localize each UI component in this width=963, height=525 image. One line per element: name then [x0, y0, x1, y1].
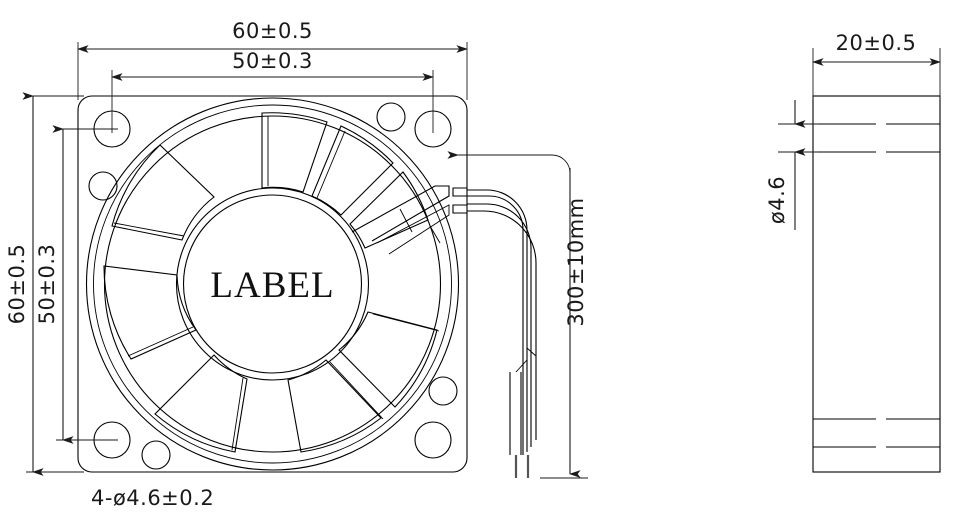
wire-exit-notch-lower: [452, 204, 467, 214]
blade-edge-line: [316, 130, 346, 199]
dim-label-wire-length: 300±10mm: [564, 197, 588, 326]
hole-note-label: 4-ø4.6±0.2: [91, 486, 214, 510]
fan-blade: [349, 171, 429, 249]
wire-jacket-outer-top: [467, 189, 528, 452]
wire-lead1-body: [509, 372, 522, 455]
blade-edge-line: [372, 313, 440, 332]
wire-harness-group: [467, 189, 537, 478]
wire-support-strut: [351, 185, 450, 242]
side-view-body: [812, 95, 941, 473]
strut-rib: [429, 225, 441, 244]
dim-label-pitch-50: 50±0.3: [232, 49, 313, 73]
wire-jacket-outer-bottom: [467, 210, 537, 440]
left-dimensions: 60±0.5 50±0.3: [5, 92, 118, 476]
fan-blade: [111, 144, 215, 241]
dim-label-height-pitch-50: 50±0.3: [35, 244, 59, 325]
vent-hole-top: [376, 102, 406, 132]
fan-blade: [287, 359, 382, 453]
wire-length-dimension: 300±10mm: [447, 151, 588, 479]
wire-lead2-top: [467, 195, 524, 455]
side-view-group: 20±0.5 ø4.6: [765, 31, 941, 473]
vent-hole-right: [428, 376, 458, 406]
blade-edge-line: [329, 361, 384, 420]
impeller-blades: [103, 112, 440, 453]
fan-blade: [261, 112, 328, 193]
venturi-outer-circle: [85, 97, 460, 471]
fan-blade: [338, 311, 438, 408]
vent-hole-bottom: [141, 440, 171, 470]
dim-label-width-60: 60±0.5: [232, 19, 313, 43]
ext-line-wire-top: [455, 154, 571, 186]
dim-label-thickness: 20±0.5: [836, 31, 917, 55]
fan-blade: [154, 354, 248, 453]
dim-label-hole-diameter: ø4.6: [765, 176, 789, 224]
fan-blade: [311, 125, 394, 216]
fan-blade: [103, 265, 197, 360]
hub-label-text: LABEL: [210, 265, 334, 306]
blade-edge-line: [127, 326, 194, 357]
hub-outer-circle: [175, 187, 370, 381]
wire-jacket-step-upper: [526, 347, 537, 357]
venturi-inner-circle: [93, 104, 452, 464]
wire-lead2-bottom: [467, 203, 532, 447]
strut-rib: [399, 208, 413, 233]
mounting-hole-bottom-right: [414, 421, 452, 459]
wire-support-strut-inner: [376, 204, 450, 255]
fan-frame-outline: [77, 95, 468, 473]
blade-edge-line: [231, 377, 244, 451]
dim-label-height-60: 60±0.5: [5, 244, 29, 325]
blade-edge-line: [113, 222, 185, 237]
top-dimensions: 60±0.5 50±0.3: [77, 19, 468, 133]
vent-hole-left: [88, 171, 118, 201]
wire-jacket-step-lower: [515, 359, 528, 373]
hub-inner-circle: [182, 194, 363, 374]
front-view-group: LABEL: [77, 95, 468, 473]
wire-exit-notch: [452, 187, 467, 197]
